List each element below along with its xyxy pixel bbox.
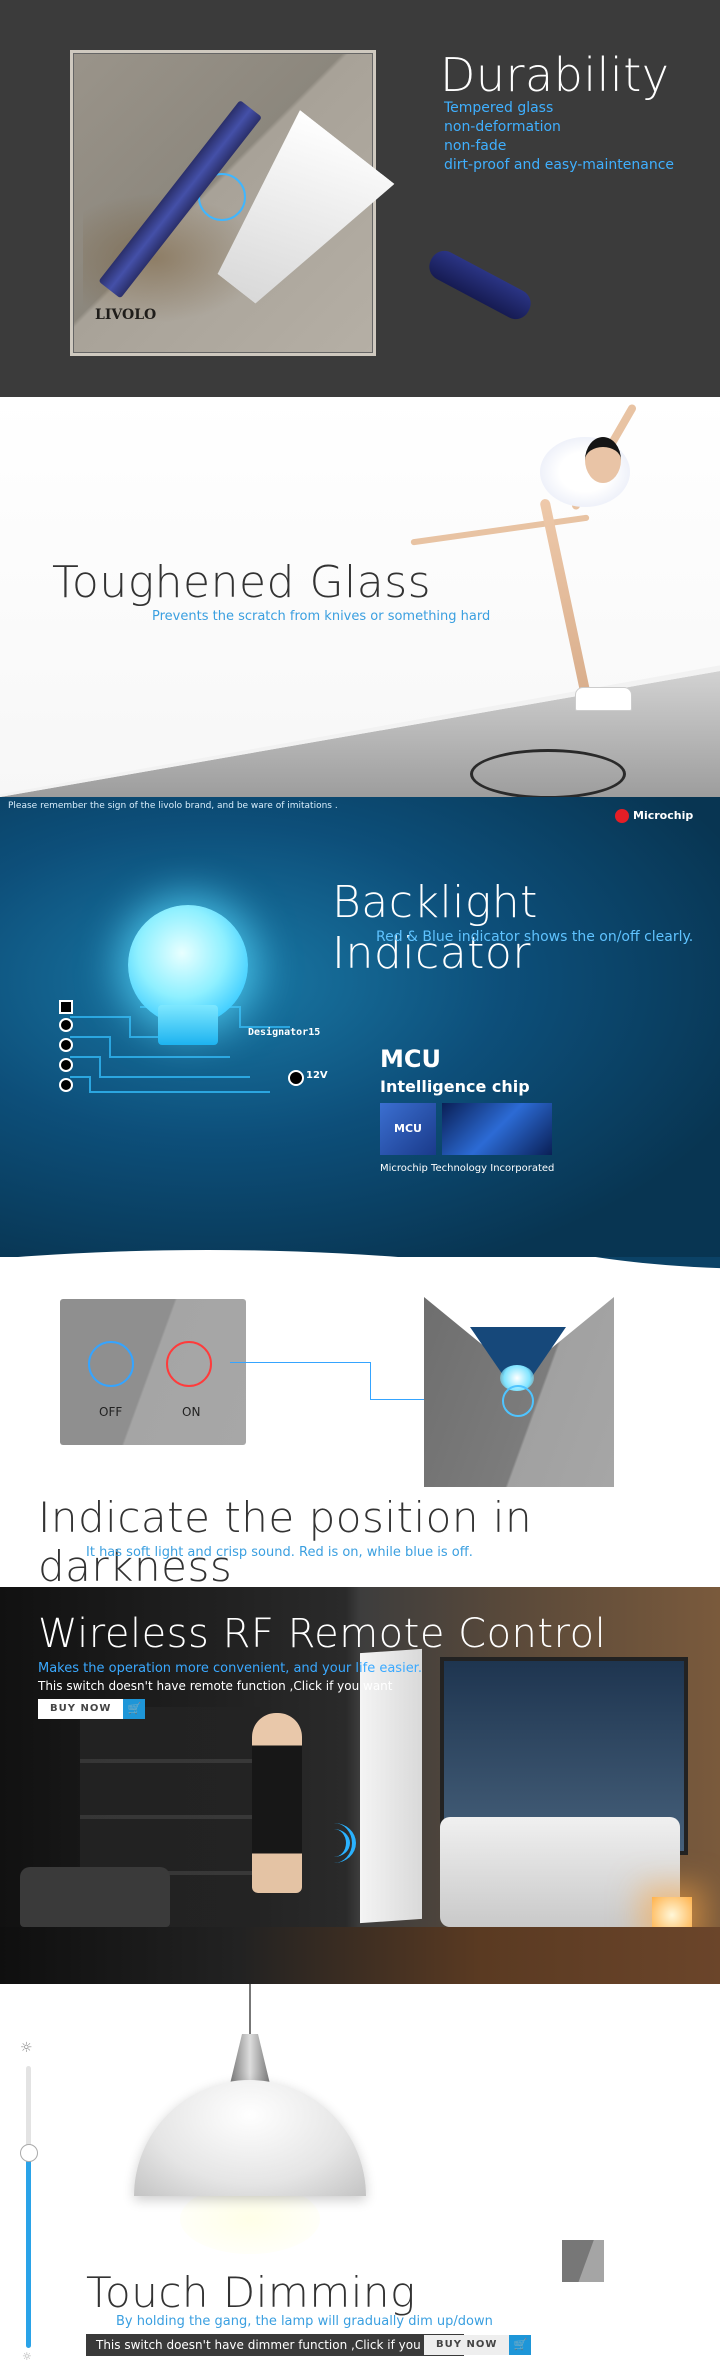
on-indicator-ring [166, 1341, 212, 1387]
mcu-title: MCU [380, 1045, 441, 1073]
buy-now-button[interactable]: BUY NOW 🛒 [424, 2335, 532, 2355]
designator-label: Designator15 [248, 1027, 321, 1038]
toughened-glass-title: Toughened Glass [52, 557, 432, 608]
toughened-glass-subtitle: Prevents the scratch from knives or some… [152, 609, 491, 624]
voltage-label: 12V [306, 1070, 328, 1081]
signal-waves-icon [312, 1823, 356, 1863]
signal-waves-icon [318, 1829, 350, 1857]
wireless-subtitle: Makes the operation more convenient, and… [38, 1661, 422, 1676]
section-curve [0, 1250, 664, 1257]
bed-image [440, 1817, 680, 1927]
voltage-pin-icon [288, 1070, 304, 1086]
dimming-title: Touch Dimming [86, 2268, 416, 2317]
lamp-shade [134, 2080, 366, 2196]
durability-title: Durability [440, 48, 670, 102]
microchip-brand: Microchip [633, 809, 694, 822]
wireless-section: Wireless RF Remote Control Makes the ope… [0, 1587, 720, 1984]
chip-company: Microchip Technology Incorporated [380, 1163, 555, 1174]
switch-thumbnail [562, 2240, 604, 2282]
lamp-cord [249, 1984, 251, 2034]
feature-item: dirt-proof and easy-maintenance [444, 157, 675, 173]
sun-icon: ☼ [22, 2350, 32, 2363]
cart-icon: 🛒 [509, 2335, 532, 2355]
off-indicator-ring [88, 1341, 134, 1387]
buy-now-label: BUY NOW [38, 1699, 124, 1719]
durability-section: LIVOLO Durability Tempered glass non-def… [0, 0, 720, 397]
backlight-title: Backlight Indicator [332, 877, 538, 979]
squeegee-handle [424, 245, 536, 325]
sun-icon: ☼ [20, 2040, 33, 2056]
remote-note: This switch doesn't have remote function… [38, 1679, 393, 1693]
position-subtitle: It has soft light and crisp sound. Red i… [86, 1545, 473, 1560]
off-label: OFF [99, 1405, 123, 1419]
backlight-section: Please remember the sign of the livolo b… [0, 797, 720, 1257]
feature-item: non-deformation [444, 119, 561, 135]
mcu-chip-icon: MCU [380, 1103, 436, 1155]
dimmer-slider-knob[interactable] [20, 2144, 38, 2162]
mcu-subtitle: Intelligence chip [380, 1077, 530, 1096]
sofa-image [20, 1867, 170, 1927]
on-label: ON [182, 1405, 201, 1419]
bulb-base [158, 1005, 218, 1045]
brand-notice: Please remember the sign of the livolo b… [8, 801, 338, 811]
backlight-subtitle: Red & Blue indicator shows the on/off cl… [376, 929, 694, 945]
dimmer-slider-fill [26, 2150, 31, 2348]
touch-ring-icon [502, 1385, 534, 1417]
microchip-logo-icon [615, 809, 629, 823]
skater-arm [410, 514, 590, 546]
lamp-cap [230, 2034, 270, 2084]
ice-skate [575, 687, 632, 711]
buy-now-label: BUY NOW [424, 2335, 510, 2355]
processor-chip-image [442, 1103, 552, 1155]
callout-line [230, 1362, 370, 1363]
position-indicator-section: OFF ON Indicate the position in darkness… [0, 1257, 720, 1587]
buy-now-button[interactable]: BUY NOW 🛒 [38, 1699, 146, 1719]
dimming-section: ☼ ☼ Touch Dimming By holding the gang, t… [0, 1984, 720, 2377]
touch-ring-icon [470, 749, 626, 797]
toughened-glass-section: Toughened Glass Prevents the scratch fro… [0, 397, 720, 797]
woman-figure [252, 1713, 302, 1893]
feature-item: Tempered glass [444, 100, 554, 116]
floor-image [0, 1927, 720, 1984]
dimmer-note: This switch doesn't have dimmer function… [86, 2334, 464, 2356]
skater-head [585, 437, 621, 483]
skater-leg [539, 498, 591, 696]
brand-logo: LIVOLO [95, 307, 157, 323]
position-title: Indicate the position in darkness [38, 1493, 533, 1587]
wireless-title: Wireless RF Remote Control [38, 1611, 607, 1657]
feature-item: non-fade [444, 138, 507, 154]
cart-icon: 🛒 [123, 1699, 146, 1719]
callout-line [370, 1362, 371, 1400]
two-gang-switch-image [60, 1299, 246, 1445]
dimming-subtitle: By holding the gang, the lamp will gradu… [116, 2314, 493, 2329]
